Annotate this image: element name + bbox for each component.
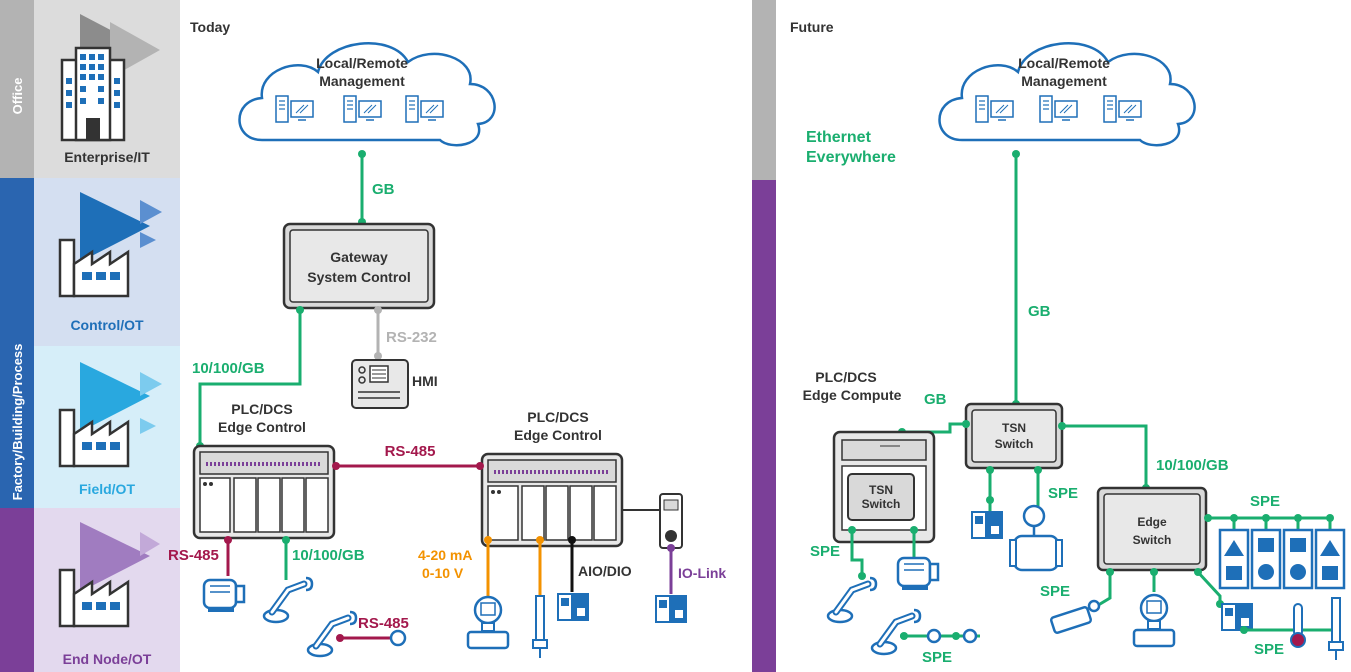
motor-icon [202,578,246,614]
flow-meter-icon [466,595,510,650]
io-link-master-icon [659,493,683,549]
tier-label-endnode: End Node/OT [63,651,152,667]
sensor-icon [926,628,942,644]
plc2-title: PLC/DCS [527,409,588,425]
rs485-label-robot: RS-485 [358,615,409,632]
thermometer-icon [1290,603,1306,648]
plc2-subtitle: Edge Control [514,427,602,443]
today-title: Today [190,19,230,35]
gateway-box [282,222,436,310]
ethernet-everywhere-line2: Everywhere [806,149,896,166]
future-cloud-title: Local/Remote [1018,55,1110,71]
ethernet-label-upper: 10/100/GB [192,360,265,377]
office-band [0,0,34,178]
cloud-icon [238,42,496,147]
plc1-subtitle: Edge Control [218,419,306,435]
plc-edge-control-2 [480,452,624,548]
rs232-label: RS-232 [386,329,437,346]
spe-label-bottom-right: SPE [1254,641,1284,658]
valve-icon [655,595,687,623]
factory-icon [58,362,162,468]
actuator-icon [1282,528,1314,590]
spe-label-bottom-left: SPE [922,649,952,666]
future-factory-band [752,180,776,672]
future-office-band [752,0,776,180]
sensor-icon [389,629,407,647]
robot-arm-icon [308,612,356,656]
motor-icon [896,556,940,592]
future-plc-subtitle: Edge Compute [803,387,902,403]
future-plc-title: PLC/DCS [815,369,876,385]
sensor-icon [962,628,978,644]
actuator-icon [1250,528,1282,590]
spe-label-edge-lower: SPE [1040,583,1070,600]
valve-icon [971,511,1003,539]
tsn-switch-main [964,402,1064,470]
cloud-icon [938,42,1196,147]
factory-icon [58,192,162,298]
ethernet-label-lower: 10/100/GB [292,547,365,564]
future-ethernet-link [1062,424,1148,488]
factory-label: Factory/Building/Process [10,344,25,501]
robot-arm-icon [872,610,920,654]
hmi-label: HMI [412,373,438,389]
robot-arm-icon [264,578,312,622]
spe-label-left: SPE [810,543,840,560]
plc-edge-control-1 [192,444,336,540]
tsn-main-title: TSN [1002,421,1026,435]
future-cloud-subtitle: Management [1021,73,1107,89]
camera-icon [1049,599,1101,634]
flow-meter-icon [1132,593,1176,648]
io-link-label: IO-Link [678,565,726,581]
rs485-label-left: RS-485 [168,547,219,564]
edge-switch-title: Edge [1137,515,1167,529]
gateway-title: Gateway [330,249,388,265]
tsn-inner-title: TSN [869,483,893,497]
rs485-label-main: RS-485 [385,443,436,460]
analog-label-current: 4-20 mA [418,547,472,563]
hmi-device [351,359,409,409]
aio-dio-label: AIO/DIO [578,563,632,579]
tsn-main-subtitle: Switch [995,437,1034,451]
spe-label-center: SPE [1048,485,1078,502]
probe-icon [532,595,548,659]
office-label: Office [10,78,25,115]
cloud-subtitle: Management [319,73,405,89]
analog-label-voltage: 0-10 V [422,565,464,581]
edge-switch [1096,486,1208,572]
valve-icon [1221,603,1253,631]
tier-label-control: Control/OT [70,317,144,333]
gateway-subtitle: System Control [307,269,410,285]
future-gb-label: GB [1028,303,1051,320]
tier-label-enterprise: Enterprise/IT [64,149,150,165]
future-title: Future [790,19,834,35]
valve-icon [557,593,589,621]
future-gb-short-label: GB [924,391,947,408]
probe-icon [1328,597,1344,661]
ethernet-link-upper [198,308,302,446]
actuator-icon [1314,528,1346,590]
building-icon [60,14,160,142]
robot-arm-icon [828,578,876,622]
spe-label-right-top: SPE [1250,493,1280,510]
gb-label: GB [372,181,395,198]
future-ethernet-label: 10/100/GB [1156,457,1229,474]
ethernet-everywhere-line1: Ethernet [806,129,872,146]
flow-meter-icon [1009,504,1063,572]
edge-switch-subtitle: Switch [1133,533,1172,547]
actuator-icon [1218,528,1250,590]
plc1-title: PLC/DCS [231,401,292,417]
factory-icon [58,522,160,628]
tsn-inner-subtitle: Switch [862,497,901,511]
cloud-title: Local/Remote [316,55,408,71]
spe-link-left [850,530,864,576]
tier-label-field: Field/OT [79,481,135,497]
plc-edge-compute [832,430,936,544]
